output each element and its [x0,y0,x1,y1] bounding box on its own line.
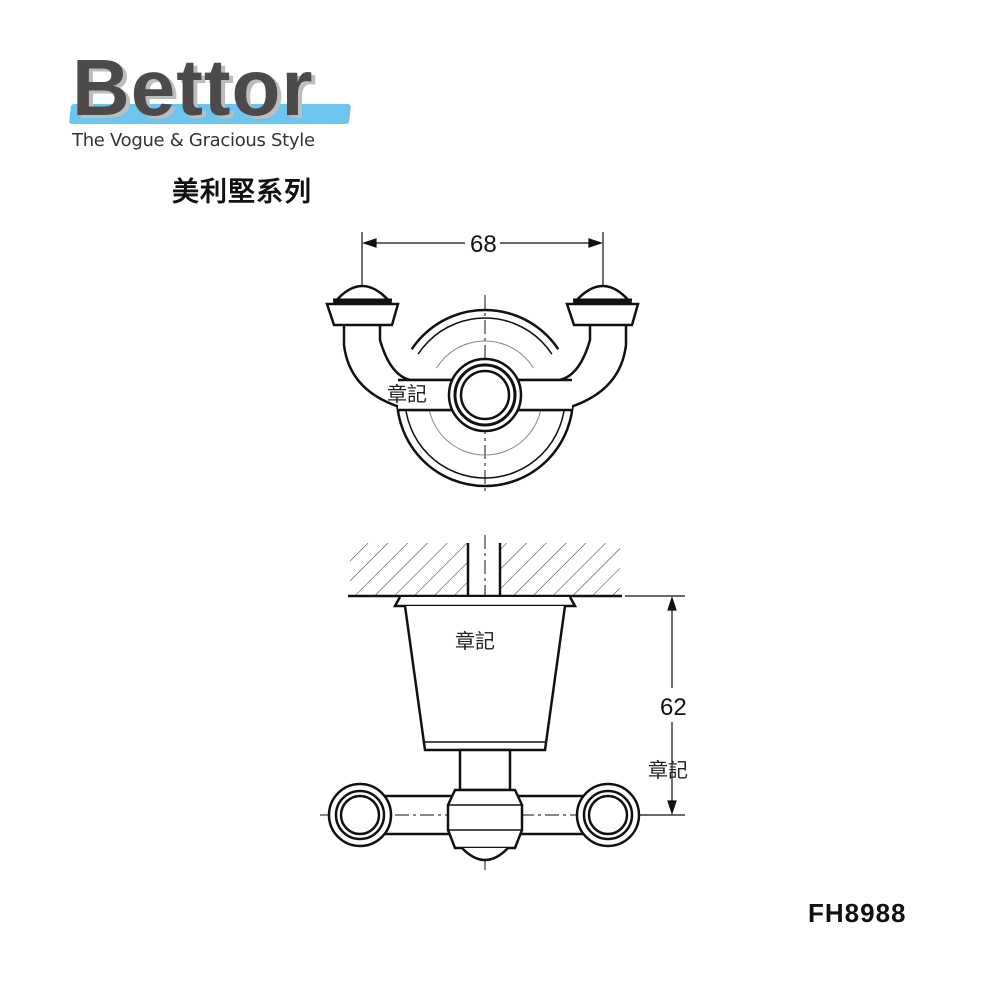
model-number: FH8988 [808,898,907,928]
top-view-watermark: 章記 [387,382,427,406]
height-dimension [625,595,685,816]
brand-tagline: The Vogue & Gracious Style [72,130,315,151]
width-dimension-label: 68 [470,231,497,258]
top-view: 章記 68 [325,231,640,495]
brand-name: Bettor [72,43,314,132]
side-view-watermark-2: 章記 [648,758,688,782]
side-view-watermark: 章記 [455,629,495,653]
series-title: 美利堅系列 [172,177,312,208]
brand-logo: Bettor The Vogue & Gracious Style [64,43,354,160]
height-dimension-label: 62 [660,694,687,721]
side-view: 62 章記 章記 [320,535,688,870]
